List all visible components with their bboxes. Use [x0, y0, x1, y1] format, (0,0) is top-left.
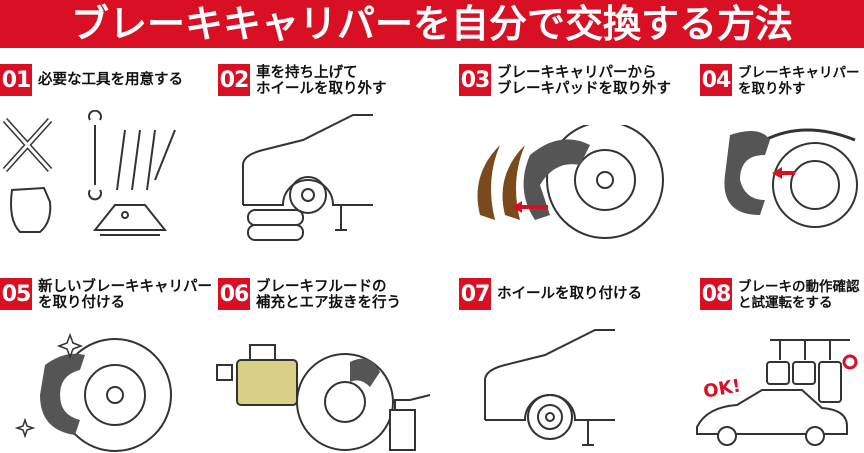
step-4: 04 ブレーキキャリパーを取り外す [700, 64, 864, 124]
step-number: 04 [700, 64, 732, 96]
car-lifted-illustration [242, 114, 373, 241]
step-label-line2: ブレーキパッドを取り外す [497, 81, 671, 97]
step-label-line2: を取り外す [738, 81, 806, 97]
step-label-line1: ブレーキキャリパーから [497, 65, 657, 81]
step-7: 07 ホイールを取り付ける [459, 278, 669, 338]
step-3: 03 ブレーキキャリパーからブレーキパッドを取り外す [459, 64, 671, 124]
step-label: 必要な工具を用意する [38, 72, 210, 88]
step-label-line1: 新しいブレーキキャリパー [38, 279, 212, 295]
step-6: 06 ブレーキフルードの補充とエア抜きを行う [218, 278, 428, 338]
step-label-line2: ホイールを取り外す [256, 81, 387, 97]
step-label: ホイールを取り付ける [497, 286, 669, 302]
step-label: ブレーキキャリパーを取り外す [738, 65, 864, 97]
step-label-line2: と試運転をする [738, 295, 833, 311]
test-drive-illustration: OK! [696, 339, 858, 446]
step-label: ブレーキの動作確認と試運転をする [738, 279, 864, 311]
step-2: 02 車を持ち上げてホイールを取り外す [218, 64, 428, 124]
step-1: 01 必要な工具を用意する [0, 64, 210, 124]
page-title: ブレーキキャリパーを自分で交換する方法 [70, 2, 793, 46]
title-banner: ブレーキキャリパーを自分で交換する方法 [0, 0, 864, 48]
step-label-line1: 必要な工具を用意する [38, 72, 183, 88]
step-label-line1: ブレーキキャリパー [738, 65, 860, 81]
step-label-line1: ブレーキフルードの [256, 279, 387, 295]
step-8: 08 ブレーキの動作確認と試運転をする [700, 278, 864, 338]
step-label-line1: 車を持ち上げて [256, 65, 358, 81]
new-caliper-illustration [15, 332, 172, 452]
caliper-pad-removal-illustration [477, 125, 664, 239]
step-number: 01 [0, 64, 32, 96]
wheel-installation-illustration [484, 329, 615, 446]
step-number: 03 [459, 64, 491, 96]
caliper-removal-illustration [724, 128, 858, 228]
step-label: ブレーキキャリパーからブレーキパッドを取り外す [497, 65, 671, 97]
step-label-line2: を取り付ける [38, 295, 125, 311]
step-label-line1: ホイールを取り付ける [497, 286, 642, 302]
brake-fluid-illustration [216, 344, 431, 451]
ok-text: OK! [702, 375, 743, 402]
step-number: 02 [218, 64, 250, 96]
tools-illustration [2, 110, 176, 236]
step-5: 05 新しいブレーキキャリパーを取り付ける [0, 278, 212, 338]
step-label: ブレーキフルードの補充とエア抜きを行う [256, 279, 428, 311]
step-label-line1: ブレーキの動作確認 [738, 279, 860, 295]
step-number: 06 [218, 278, 250, 310]
step-number: 07 [459, 278, 491, 310]
step-label-line2: 補充とエア抜きを行う [256, 295, 401, 311]
step-number: 08 [700, 278, 732, 310]
step-label: 車を持ち上げてホイールを取り外す [256, 65, 428, 97]
step-number: 05 [0, 278, 32, 310]
step-label: 新しいブレーキキャリパーを取り付ける [38, 279, 212, 311]
